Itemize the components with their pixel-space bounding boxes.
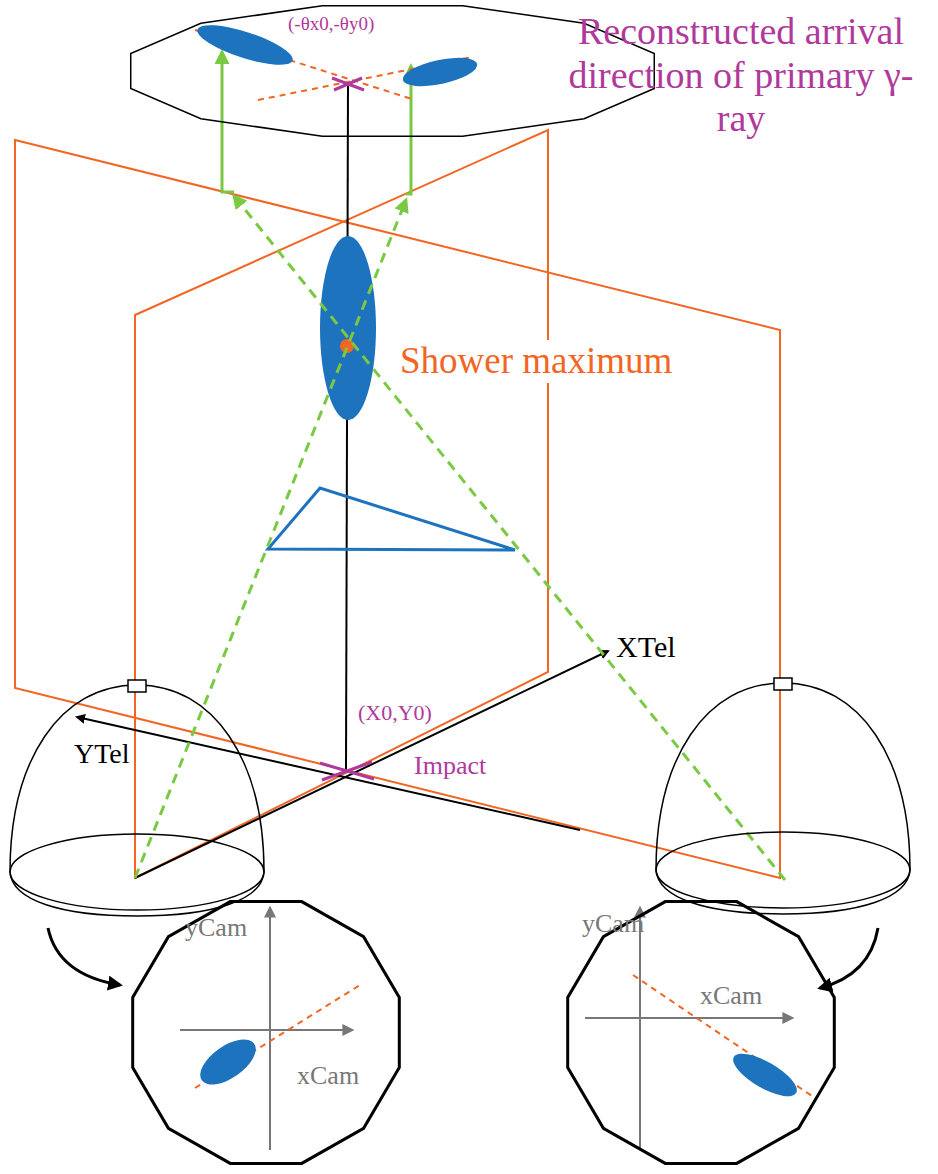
camera-display: yCam xCam [125,894,407,1171]
axis-label: YTel [72,738,132,770]
telescope-left [10,680,264,916]
axis-label: XTel [614,630,678,665]
telescope-to-camera-arrow [48,928,878,988]
camera-outline-shape [568,902,835,1164]
camera-display: yCam xCam [560,894,842,1171]
x-tel-axis [135,651,608,878]
camera-axis-label: xCam [700,982,762,1011]
camera-axis-label: yCam [582,910,644,939]
shower-plane-right [15,140,780,878]
camera-outline [125,894,407,1171]
camera-axis-label: xCam [297,1062,359,1091]
impact-mark [320,762,374,780]
shower-image [320,236,376,420]
ground-axes [77,651,608,878]
camera-image-left [180,908,360,1150]
line-of-sight [135,52,785,880]
caption-note: Reconstructed arrival direction of prima… [556,10,926,141]
telescope-right [656,678,910,914]
arrival-direction-coord: (-θx0,-θy0) [288,14,374,35]
shower-plane-left [135,130,548,878]
shower-axis [346,84,348,772]
camera-axis-label: yCam [185,914,247,943]
y-tel-axis [77,717,580,830]
camera-outline-shape [133,902,400,1164]
impact-coord: (X0,Y0) [356,700,434,725]
impact-label: Impact [412,751,488,781]
plane-angle-triangle [268,488,515,550]
shower-plane [15,130,780,878]
camera-image-right [585,908,812,1150]
shower-maximum-label: Shower maximum [398,340,674,383]
